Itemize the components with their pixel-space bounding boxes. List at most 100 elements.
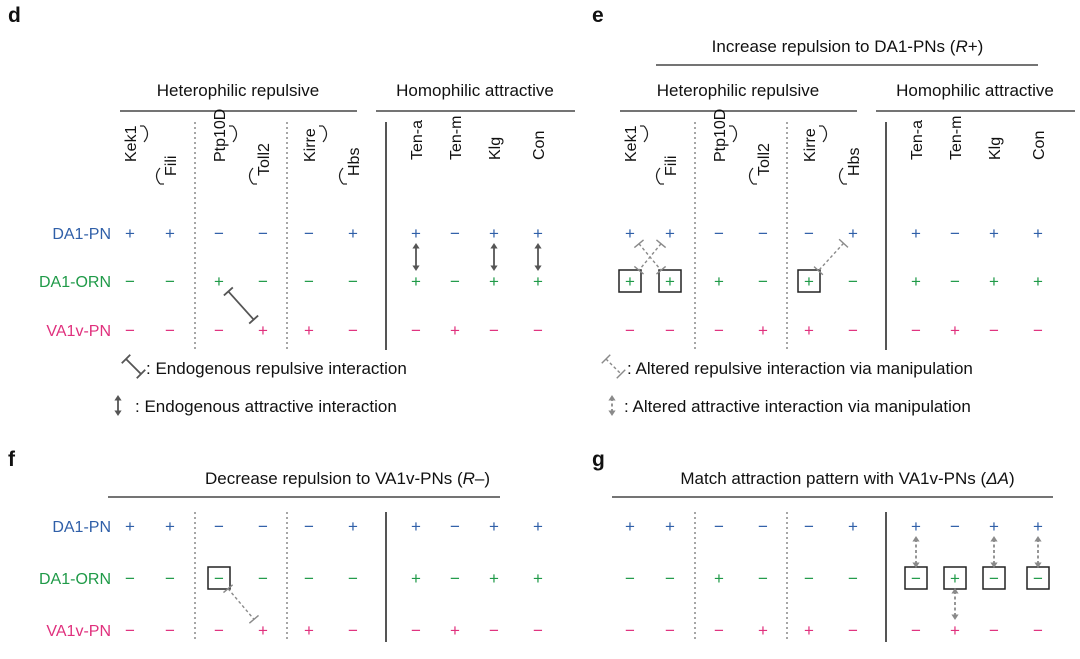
cell-0-5: + [348, 224, 358, 243]
cell-1-3: − [758, 272, 768, 291]
cell-0-4: − [804, 224, 814, 243]
cell-2-7: + [450, 621, 460, 640]
legend-altered-attractive: : Altered attractive interaction via man… [624, 397, 971, 416]
group-homophilic-attractive: Homophilic attractive [396, 81, 554, 100]
pair-bracket [822, 125, 828, 143]
cell-2-0: − [125, 321, 135, 340]
cell-2-8: − [989, 321, 999, 340]
gene-label-ten-a: Ten-a [409, 120, 426, 160]
cell-1-5: − [348, 569, 358, 588]
cell-1-3: − [258, 569, 268, 588]
panel-title-post: +) [968, 37, 984, 56]
panel-title-post: ) [1009, 469, 1015, 488]
cell-0-4: − [304, 517, 314, 536]
altered-attractive-interaction [912, 536, 920, 568]
legend-endogenous-attractive-icon [114, 395, 122, 416]
cell-1-3: − [758, 569, 768, 588]
cell-2-2: − [214, 621, 224, 640]
cell-0-5: + [848, 224, 858, 243]
cell-2-7: + [450, 321, 460, 340]
cell-1-6: + [911, 272, 921, 291]
altered-attractive-interaction [951, 588, 959, 620]
cell-0-3: − [258, 517, 268, 536]
cell-1-5: − [848, 272, 858, 291]
cell-0-8: + [989, 517, 999, 536]
gene-label-hbs: Hbs [346, 148, 363, 176]
cell-2-3: + [258, 621, 268, 640]
gene-label-toll2: Toll2 [756, 143, 773, 176]
gene-label-kek1: Kek1 [623, 125, 640, 162]
cell-1-1: − [165, 569, 175, 588]
gene-label-ptp10d: Ptp10D [212, 109, 229, 162]
cell-1-8: + [989, 272, 999, 291]
pair-bracket [748, 167, 754, 185]
cell-2-9: − [533, 621, 543, 640]
row-label-da1-orn: DA1-ORN [39, 274, 111, 291]
cell-1-6: − [911, 569, 921, 588]
cell-2-9: − [1033, 321, 1043, 340]
cell-1-5: − [848, 569, 858, 588]
cell-1-9: + [533, 272, 543, 291]
cell-2-9: − [533, 321, 543, 340]
cell-2-6: − [911, 621, 921, 640]
cell-0-8: + [989, 224, 999, 243]
altered-repulsive-interaction [223, 584, 259, 624]
group-homophilic-attractive: Homophilic attractive [896, 81, 1054, 100]
cell-1-7: − [450, 569, 460, 588]
pair-bracket [155, 167, 161, 185]
panel-label: e [592, 4, 604, 27]
cell-2-5: − [348, 321, 358, 340]
panel-title: Match attraction pattern with VA1v-PNs (… [680, 469, 1014, 488]
gene-label-fili: Fili [163, 156, 180, 176]
cell-2-4: + [304, 621, 314, 640]
cell-2-9: − [1033, 621, 1043, 640]
cell-0-8: + [489, 517, 499, 536]
cell-2-2: − [714, 621, 724, 640]
cell-0-0: + [125, 224, 135, 243]
cell-2-2: − [214, 321, 224, 340]
panel-label: g [592, 448, 605, 471]
cell-1-0: + [625, 272, 635, 291]
gene-label-klg: Klg [987, 137, 1004, 160]
cell-1-2: + [714, 272, 724, 291]
cell-0-9: + [1033, 224, 1043, 243]
pair-bracket [338, 167, 344, 185]
manipulated-box [797, 269, 821, 293]
altered-repulsive-interaction [813, 238, 849, 276]
cell-2-6: − [911, 321, 921, 340]
cell-0-4: − [304, 224, 314, 243]
cell-1-8: − [989, 569, 999, 588]
gene-label-kirre: Kirre [802, 128, 819, 162]
legend: : Endogenous repulsive interaction: Endo… [114, 354, 973, 416]
cell-0-0: + [125, 517, 135, 536]
cell-1-0: − [125, 569, 135, 588]
cell-0-3: − [758, 224, 768, 243]
cell-2-3: + [758, 321, 768, 340]
manipulated-box [618, 269, 642, 293]
cell-2-5: − [848, 321, 858, 340]
cell-0-5: + [348, 517, 358, 536]
endogenous-repulsive-interaction [223, 286, 259, 325]
cell-2-6: − [411, 321, 421, 340]
cell-1-2: + [714, 569, 724, 588]
gene-label-klg: Klg [487, 137, 504, 160]
cell-1-7: − [450, 272, 460, 291]
cell-0-7: − [450, 224, 460, 243]
cell-0-6: + [911, 517, 921, 536]
cell-1-6: + [411, 272, 421, 291]
cell-0-6: + [411, 224, 421, 243]
pair-bracket [643, 125, 649, 143]
panel-title-pre: Increase repulsion to DA1-PNs ( [712, 37, 956, 56]
gene-label-toll2: Toll2 [256, 143, 273, 176]
cell-2-3: + [758, 621, 768, 640]
gene-label-hbs: Hbs [846, 148, 863, 176]
cell-1-0: − [625, 569, 635, 588]
row-label-da1-pn: DA1-PN [52, 226, 111, 243]
row-label-va1v-pn: VA1v-PN [46, 623, 111, 640]
cell-1-1: + [665, 272, 675, 291]
cell-1-2: + [214, 272, 224, 291]
cell-2-0: − [625, 321, 635, 340]
cell-1-9: + [1033, 272, 1043, 291]
cell-2-4: + [804, 321, 814, 340]
